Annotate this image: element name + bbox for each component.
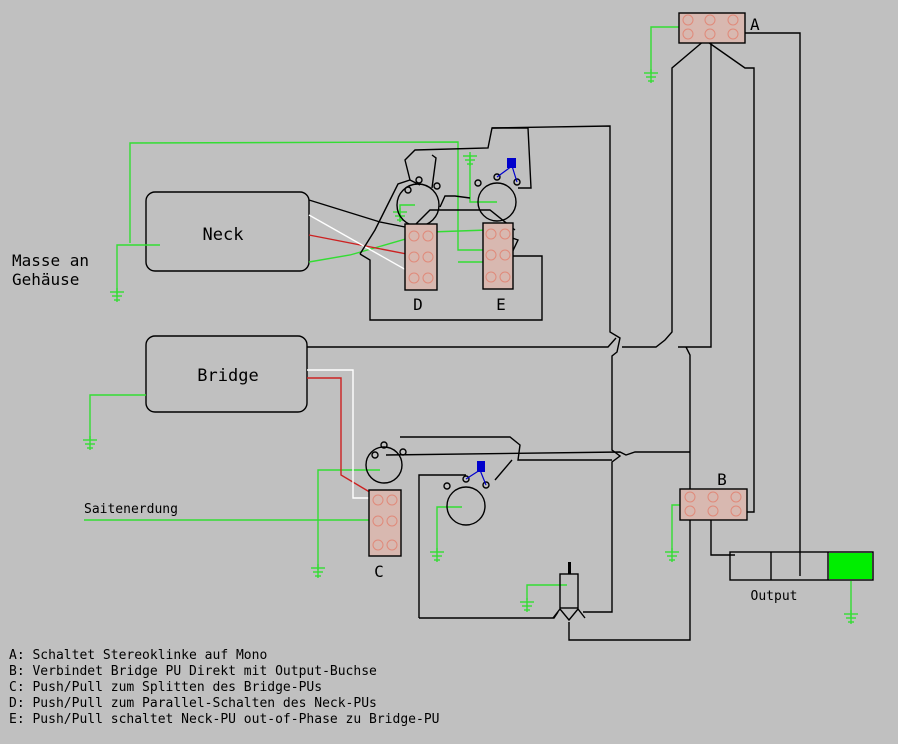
neck-volume-pot bbox=[396, 176, 441, 227]
ground-symbol bbox=[519, 597, 535, 613]
ground-symbol bbox=[643, 68, 659, 84]
capacitor-icon bbox=[477, 461, 485, 472]
switch-b-label: B bbox=[717, 470, 727, 489]
neck-red-wire bbox=[308, 234, 413, 256]
bridge-red-wire bbox=[307, 377, 379, 498]
input-jack bbox=[552, 562, 586, 622]
neck-pickup-label: Neck bbox=[203, 225, 244, 245]
ground-symbol bbox=[462, 151, 478, 167]
switch-a-label: A bbox=[750, 15, 760, 34]
ground-symbol bbox=[310, 563, 326, 579]
hot-wires bbox=[307, 32, 801, 641]
neck-pickup: Neck bbox=[145, 191, 310, 272]
jack-ground-tab bbox=[829, 553, 872, 579]
bridge-pickup: Bridge bbox=[145, 335, 308, 413]
bridge-pickup-label: Bridge bbox=[197, 366, 258, 386]
legend-item-e: E: Push/Pull schaltet Neck-PU out-of-Pha… bbox=[9, 712, 440, 727]
neck-tone-pot bbox=[474, 158, 521, 222]
output-jack: Output bbox=[729, 551, 874, 604]
switch-c-label: C bbox=[374, 562, 384, 581]
switch-c: C bbox=[368, 489, 402, 581]
legend-item-a: A: Schaltet Stereoklinke auf Mono bbox=[9, 648, 268, 663]
bridge-tone-pot bbox=[443, 461, 490, 526]
switch-b: B bbox=[679, 470, 748, 521]
ground-housing-label-line2: Gehäuse bbox=[12, 270, 79, 289]
legend-item-c: C: Push/Pull zum Splitten des Bridge-PUs bbox=[9, 680, 323, 695]
output-label: Output bbox=[751, 589, 798, 604]
ground-wires bbox=[84, 26, 852, 618]
switch-e: E bbox=[482, 222, 514, 314]
ground-symbol bbox=[82, 435, 98, 451]
switch-d: D bbox=[404, 223, 438, 314]
string-ground-label: Saitenerdung bbox=[84, 502, 178, 517]
bridge-white-wire bbox=[307, 369, 378, 499]
ground-symbol bbox=[109, 287, 125, 303]
bridge-volume-pot bbox=[365, 441, 407, 484]
legend-item-d: D: Push/Pull zum Parallel-Schalten des N… bbox=[9, 696, 377, 711]
capacitor-icon bbox=[507, 158, 516, 168]
ground-symbol bbox=[843, 609, 859, 625]
legend-item-b: B: Verbindet Bridge PU Direkt mit Output… bbox=[9, 664, 377, 679]
ground-housing-label-line1: Masse an bbox=[12, 251, 89, 270]
switch-a: A bbox=[678, 12, 760, 44]
ground-symbol bbox=[664, 547, 680, 563]
switch-e-label: E bbox=[496, 295, 506, 314]
ground-symbol bbox=[429, 547, 445, 563]
switch-d-label: D bbox=[413, 295, 423, 314]
